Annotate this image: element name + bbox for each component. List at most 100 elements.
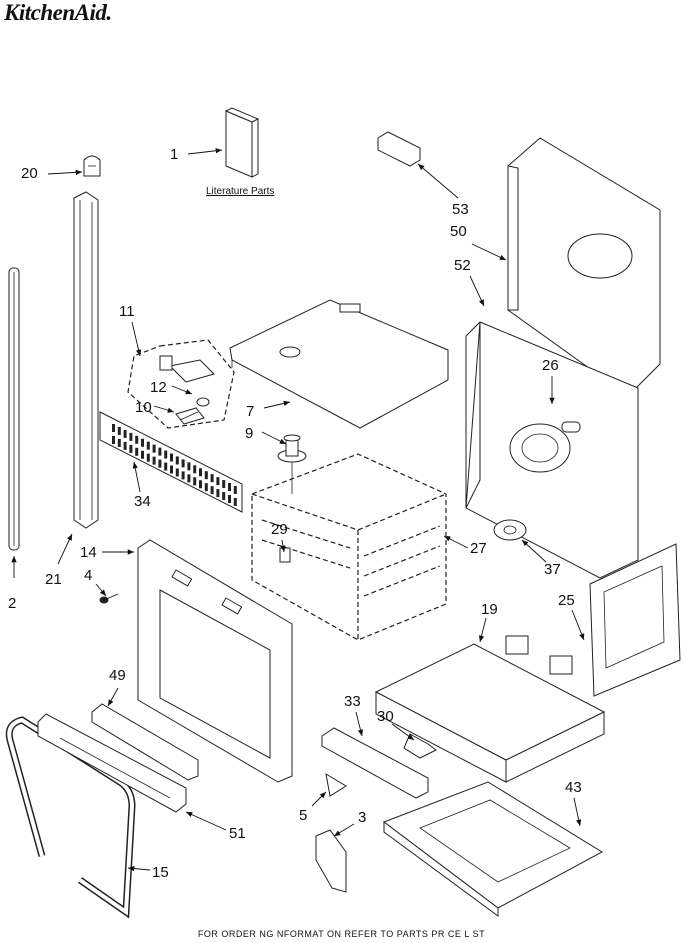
grille-slot	[193, 477, 197, 486]
grille-slot	[135, 435, 139, 444]
part-4-screw	[99, 593, 119, 604]
grille-slot	[181, 459, 185, 468]
callout-37: 37	[544, 561, 561, 578]
grille-slot	[181, 471, 185, 480]
callout-4: 4	[84, 567, 93, 584]
part-21-side-rail	[73, 191, 99, 529]
grille-slot	[222, 492, 226, 501]
callout-21: 21	[45, 571, 62, 588]
grille-slot	[170, 453, 173, 462]
grille-slot	[152, 444, 156, 453]
part-34-vent-grille	[99, 411, 243, 513]
grille-slot	[175, 456, 179, 465]
part-37-fan-blade	[493, 519, 527, 541]
part-9-temperature-sensor	[277, 434, 307, 494]
grille-slot	[170, 465, 173, 474]
grille-slot	[216, 489, 220, 498]
callout-33: 33	[344, 693, 361, 710]
grille-slot	[129, 444, 133, 453]
callout-27: 27	[470, 540, 487, 557]
callout-9: 9	[245, 425, 254, 442]
callout-26: 26	[542, 357, 559, 374]
grille-slot	[112, 436, 115, 444]
callout-12: 12	[150, 379, 167, 396]
grille-slot	[141, 450, 144, 459]
part-11-hinge-group	[127, 339, 235, 429]
part-2-side-trim-rod	[8, 267, 20, 551]
grille-slot	[152, 456, 156, 465]
brand-logo: KitchenAid.	[4, 0, 112, 25]
callout-10: 10	[135, 399, 152, 416]
grille-slot	[199, 480, 202, 489]
grille-slot	[233, 485, 237, 494]
callout-52: 52	[454, 257, 471, 274]
callout-30: 30	[377, 708, 394, 725]
callout-3: 3	[358, 809, 367, 826]
callout-1: 1	[170, 146, 179, 163]
callout-43: 43	[565, 779, 582, 796]
part-1-literature-booklet	[224, 107, 260, 178]
grille-slot	[112, 424, 115, 432]
grille-slot	[146, 441, 150, 450]
part-3-mounting-bracket	[315, 829, 347, 893]
part-49-trim-strip	[91, 703, 199, 781]
callout-29: 29	[271, 521, 288, 538]
grille-slot	[117, 438, 121, 447]
callout-53: 53	[452, 201, 469, 218]
literature-parts-label: Literature Parts	[206, 186, 275, 197]
grille-slot	[158, 447, 162, 456]
grille-slot	[222, 480, 226, 489]
grille-slot	[175, 468, 179, 477]
grille-slot	[233, 497, 237, 506]
callout-50: 50	[450, 223, 467, 240]
grille-slot	[129, 432, 133, 441]
ordering-footer: FOR ORDER NG NFORMAT ON REFER TO PARTS P…	[197, 929, 486, 939]
grille-slot	[141, 438, 144, 447]
part-51-lower-vent-trim	[37, 713, 187, 813]
callout-2: 2	[8, 595, 17, 612]
grille-slot	[123, 441, 127, 450]
grille-slot	[146, 453, 150, 462]
grille-slot	[158, 459, 162, 468]
grille-slot	[187, 462, 191, 471]
callout-51: 51	[229, 825, 246, 842]
part-5-plate	[325, 773, 347, 797]
part-26-convection-fan-cover	[509, 421, 581, 473]
part-30-bracket	[403, 733, 437, 759]
part-53-terminal-block	[377, 131, 421, 167]
callout-20: 20	[21, 165, 38, 182]
part-33-support-strip	[321, 727, 429, 799]
callout-15: 15	[152, 864, 169, 881]
grille-slot	[210, 486, 214, 495]
part-25-side-cover	[589, 543, 681, 697]
part-27-oven-cavity	[251, 453, 447, 641]
grille-slot	[210, 474, 214, 483]
part-14-front-frame	[137, 539, 293, 783]
part-15-door-gasket	[5, 716, 136, 919]
grille-slot	[228, 483, 231, 491]
part-20-end-cap	[83, 155, 101, 177]
callout-7: 7	[246, 403, 255, 420]
grille-slot	[216, 477, 220, 486]
callout-49: 49	[109, 667, 126, 684]
grille-slot	[123, 429, 127, 438]
grille-slot	[164, 450, 168, 459]
part-50-rear-panel	[507, 137, 661, 397]
grille-slot	[199, 468, 202, 477]
grille-slot	[204, 471, 208, 480]
callout-11: 11	[119, 303, 135, 320]
part-29-bracket	[279, 547, 291, 563]
grille-slot	[204, 483, 208, 492]
leader-lines	[11, 148, 585, 872]
grille-slot	[164, 462, 168, 471]
callout-34: 34	[134, 493, 151, 510]
callout-14: 14	[80, 544, 97, 561]
grille-slot	[228, 495, 231, 503]
grille-slot	[117, 426, 121, 435]
grille-slot	[135, 447, 139, 456]
callout-5: 5	[299, 807, 308, 824]
part-19-lower-housing	[374, 635, 606, 783]
callout-25: 25	[558, 592, 575, 609]
grille-slot	[187, 474, 191, 483]
